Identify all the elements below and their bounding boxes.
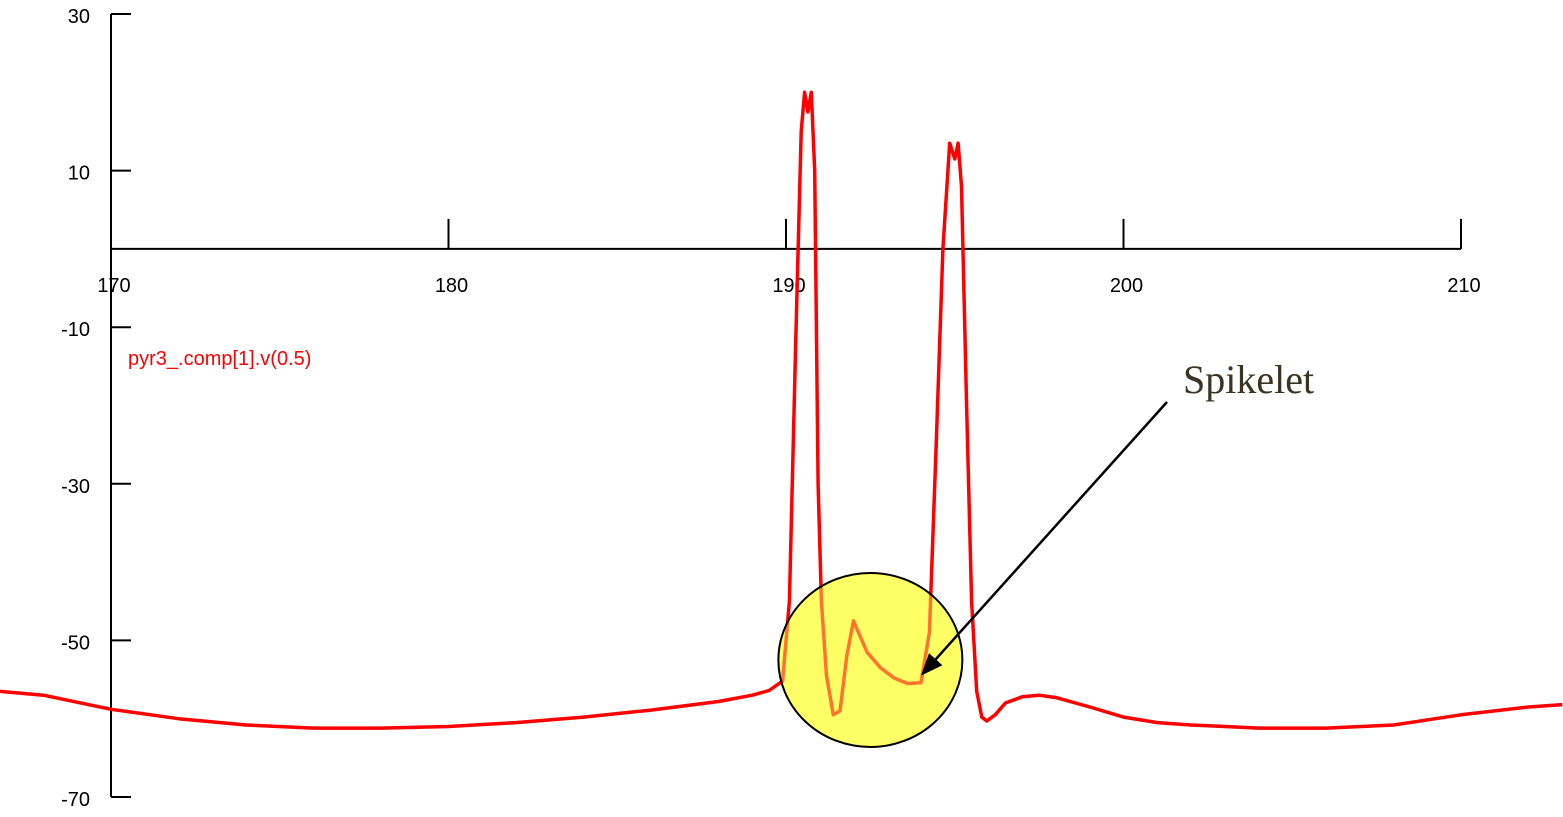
x-ticks-group: 170 180 190 200 210 [97, 218, 1481, 297]
y-tick-label: -10 [61, 319, 90, 341]
y-tick-label: -70 [61, 789, 90, 811]
y-tick-label: -50 [61, 632, 90, 654]
overlay-group [777, 571, 964, 748]
spikelet-highlight-outline [777, 571, 964, 748]
y-tick-label: 10 [68, 163, 90, 185]
x-tick-label: 210 [1447, 275, 1480, 297]
y-tick-label: 30 [68, 6, 90, 28]
annotation-group: Spikelet [921, 357, 1314, 676]
series-name-label: pyr3_.comp[1].v(0.5) [128, 348, 311, 370]
spikelet-annotation-text: Spikelet [1183, 357, 1314, 402]
annotation-arrow-line [934, 401, 1168, 661]
spikelet-highlight-group [778, 572, 963, 747]
x-tick-label: 190 [772, 275, 805, 297]
annotation-arrow-head [921, 653, 943, 676]
spikelet-highlight-circle [778, 572, 963, 747]
y-ticks-group: 30 10 -10 -30 -50 -70 [61, 6, 131, 811]
series-group [0, 90, 1563, 730]
y-tick-label: -30 [61, 476, 90, 498]
x-tick-label: 180 [435, 275, 468, 297]
x-tick-label: 170 [97, 275, 130, 297]
series-line-voltage [0, 90, 1563, 730]
x-tick-label: 200 [1110, 275, 1143, 297]
